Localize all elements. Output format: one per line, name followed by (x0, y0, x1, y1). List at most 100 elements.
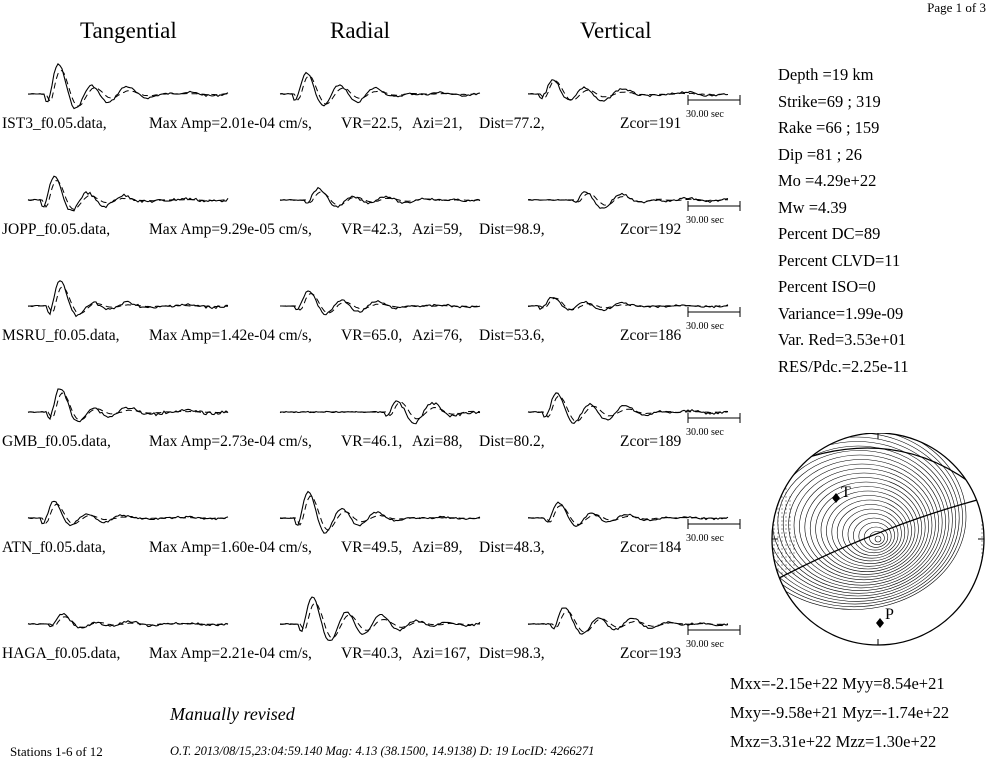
max-amplitude: Max Amp=1.60e-04 cm/s, (149, 539, 312, 556)
time-scale-bar: 30.00 sec (686, 408, 742, 438)
compressional-region-upper (772, 443, 984, 583)
time-scale-label: 30.00 sec (686, 533, 724, 544)
azimuth: Azi=167, (412, 645, 471, 662)
waveform-tangential (27, 388, 229, 423)
synthetic-trace (28, 392, 229, 421)
station-file: IST3_f0.05.data, (2, 115, 107, 132)
waveform-radial (279, 490, 481, 534)
source-parameters: Depth =19 km Strike=69 ; 319 Rake =66 ; … (778, 62, 909, 380)
distance: Dist=53.6, (479, 327, 545, 344)
synthetic-trace (527, 80, 729, 101)
synthetic-trace (27, 503, 229, 525)
synthetic-trace (279, 602, 481, 639)
synthetic-trace (27, 616, 229, 629)
observed-trace (527, 392, 729, 425)
time-scale-bar: 30.00 sec (686, 302, 742, 332)
max-amplitude: Max Amp=1.42e-04 cm/s, (149, 327, 312, 344)
waveform-radial (279, 186, 481, 209)
column-header-vertical: Vertical (580, 18, 652, 43)
zcor: Zcor=189 (620, 433, 682, 450)
azimuth: Azi=59, (412, 221, 463, 238)
observed-trace (28, 63, 229, 110)
distance: Dist=48.3, (479, 539, 545, 556)
synthetic-trace (279, 191, 480, 206)
azimuth: Azi=89, (412, 539, 463, 556)
waveform-tangential (27, 612, 229, 629)
zcor: Zcor=191 (620, 115, 682, 132)
waveform-vertical (527, 79, 729, 102)
moment-tensor-row-2: Mxy=-9.58e+21 Myz=-1.74e+22 (730, 703, 950, 722)
waveform-radial (279, 596, 481, 641)
variance-reduction: VR=49.5, (341, 539, 403, 556)
time-scale-bar: 30.00 sec (686, 196, 742, 226)
time-scale-bar: 30.00 sec (686, 90, 742, 120)
station-file: JOPP_f0.05.data, (2, 221, 111, 238)
variance-reduction: VR=65.0, (341, 327, 403, 344)
p-axis-marker (876, 618, 884, 628)
waveform-radial (279, 71, 481, 107)
waveform-vertical (527, 296, 729, 312)
distance: Dist=77.2, (479, 115, 545, 132)
waveform-vertical (527, 191, 729, 209)
max-amplitude: Max Amp=9.29e-05 cm/s, (149, 221, 312, 238)
observed-trace (280, 290, 481, 316)
observed-trace (279, 71, 481, 107)
observed-trace (280, 596, 481, 641)
synthetic-trace (527, 611, 729, 633)
waveform-tangential (28, 63, 229, 110)
synthetic-trace (280, 293, 481, 314)
waveform-tangential (27, 500, 229, 527)
distance: Dist=80.2, (479, 433, 545, 450)
waveform-vertical (527, 607, 729, 635)
synthetic-trace (528, 505, 729, 525)
synthetic-trace (279, 495, 481, 531)
column-header-radial: Radial (330, 18, 391, 43)
variance-reduction: VR=42.3, (341, 221, 403, 238)
azimuth: Azi=88, (412, 433, 463, 450)
azimuth: Azi=76, (412, 327, 463, 344)
time-scale-label: 30.00 sec (686, 321, 724, 332)
column-header-tangential: Tangential (80, 18, 177, 43)
observed-trace (27, 612, 229, 629)
observed-trace (527, 607, 729, 635)
station-file: HAGA_f0.05.data, (2, 645, 121, 662)
zcor: Zcor=186 (620, 327, 682, 344)
moment-value: Mo =4.29e+22 (778, 171, 877, 190)
t-axis-marker (832, 493, 840, 503)
observed-trace (27, 388, 229, 423)
synthetic-trace (28, 180, 229, 210)
observed-trace (27, 280, 229, 318)
observed-trace (279, 186, 481, 209)
dip-value: Dip =81 ; 26 (778, 144, 863, 164)
waveform-tangential (27, 280, 229, 318)
time-scale-label: 30.00 sec (686, 639, 724, 650)
synthetic-trace (28, 70, 229, 107)
azimuth: Azi=21, (412, 115, 463, 132)
max-amplitude: Max Amp=2.73e-04 cm/s, (149, 433, 312, 450)
p-axis-label: P (885, 606, 894, 623)
variance-reduction: VR=40.3, (341, 645, 403, 662)
zcor: Zcor=193 (620, 645, 682, 662)
percent-clvd-value: Percent CLVD=11 (778, 250, 901, 270)
waveform-radial (279, 400, 481, 425)
zcor: Zcor=184 (620, 539, 682, 556)
time-scale-bar: 30.00 sec (686, 514, 742, 544)
origin-info: O.T. 2013/08/15,23:04:59.140 Mag: 4.13 (… (170, 744, 595, 758)
waveform-tangential (27, 175, 229, 212)
max-amplitude: Max Amp=2.01e-04 cm/s, (149, 115, 312, 132)
distance: Dist=98.3, (479, 645, 545, 662)
manual-revision-note: Manually revised (170, 704, 295, 724)
t-axis-label: T (841, 484, 851, 501)
magnitude-value: Mw =4.39 (778, 197, 847, 217)
waveform-vertical (527, 501, 729, 528)
station-file: MSRU_f0.05.data, (2, 327, 120, 344)
dotted-shading (773, 488, 983, 578)
time-scale-label: 30.00 sec (686, 215, 724, 226)
synthetic-trace (528, 297, 729, 311)
